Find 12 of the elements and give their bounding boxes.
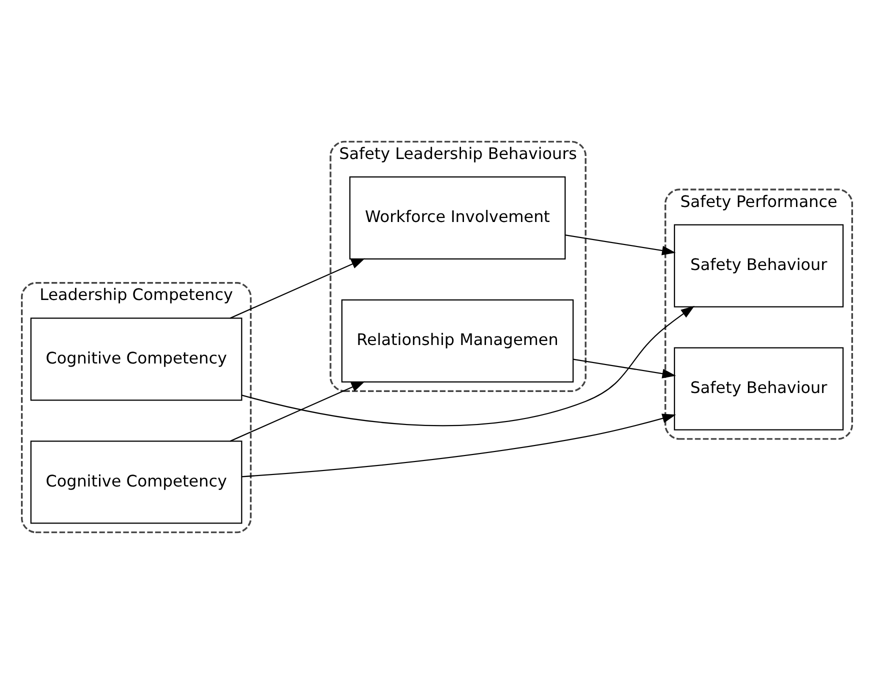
node-box: Relationship Managemen — [341, 298, 574, 382]
node-box: Workforce Involvement — [349, 176, 566, 260]
arrow — [242, 413, 676, 477]
arrow — [573, 358, 676, 378]
node-box: Cognitive Competency — [30, 440, 242, 524]
arrow — [230, 380, 366, 442]
arrow — [242, 305, 695, 426]
arrow — [565, 234, 676, 255]
node-box: Safety Behaviour — [674, 224, 844, 307]
node-box: Cognitive Competency — [30, 317, 242, 400]
arrow — [230, 258, 366, 318]
node-box: Safety Behaviour — [674, 346, 844, 430]
